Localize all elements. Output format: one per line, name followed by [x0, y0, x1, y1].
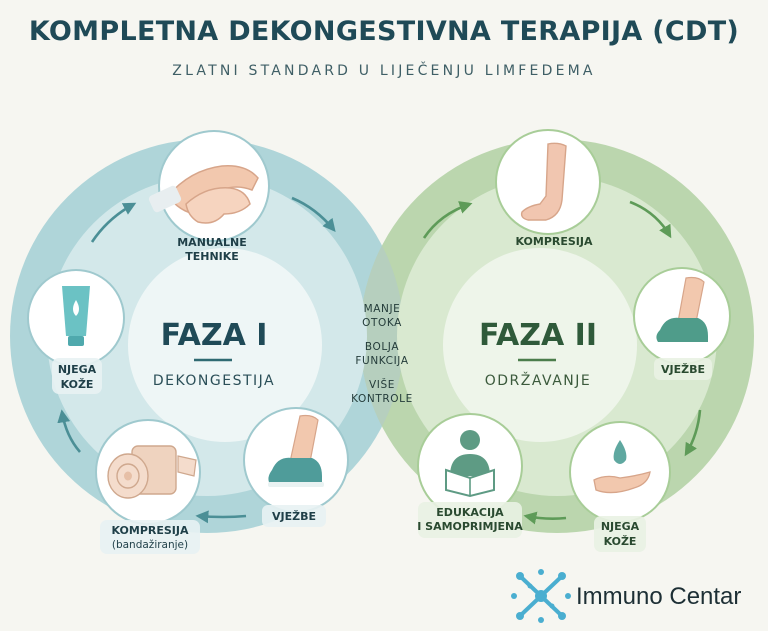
phase1-subtitle: DEKONGESTIJA	[153, 373, 275, 389]
benefit-3-line1: VIŠE	[369, 378, 395, 391]
p1-manual-label-line2: TEHNIKE	[185, 250, 239, 263]
arrow-p2-education-to-compression	[422, 201, 473, 239]
p1-skin-label-line1: NJEGA	[58, 363, 97, 376]
benefit-1-line1: MANJE	[364, 303, 401, 315]
p1-manual-label: MANUALNE TEHNIKE	[177, 236, 247, 263]
phase1-title: FAZA I	[161, 318, 268, 353]
p1-exercise-node	[243, 407, 349, 513]
reading-person-icon	[445, 430, 495, 498]
p1-exercise-label-bg	[262, 505, 326, 527]
p1-compression-node	[95, 419, 201, 525]
p2-skin-label-bg	[594, 516, 646, 552]
benefit-1-line2: OTOKA	[362, 317, 402, 329]
p2-education-label-line1: EDUKACIJA	[436, 506, 504, 519]
page-subtitle: ZLATNI STANDARD U LIJEČENJU LIMFEDEMA	[172, 63, 596, 79]
arrow-p1-skin-to-manual	[90, 202, 137, 243]
arrow-p1-manual-to-exercise	[291, 196, 336, 233]
arrow-p1-exercise-to-compression	[195, 510, 247, 524]
benefit-2-line2: FUNKCIJA	[355, 355, 408, 367]
massage-hands-icon	[148, 165, 259, 224]
phase2-subtitle: ODRŽAVANJE	[485, 371, 592, 389]
p2-compression-label: KOMPRESIJA	[516, 235, 593, 248]
p1-skin-label-bg	[52, 358, 102, 394]
benefit-3-line2: KONTROLE	[351, 393, 413, 405]
molecule-cross-icon	[511, 569, 571, 623]
p1-compression-label-line1: KOMPRESIJA	[112, 524, 189, 537]
phase2-title: FAZA II	[479, 318, 597, 353]
p1-skin-label-line2: KOŽE	[61, 378, 94, 391]
compression-stocking-icon	[520, 142, 567, 221]
p2-education-label-bg	[418, 502, 522, 538]
p1-skin-care-node	[27, 269, 125, 367]
p1-manual-label-line1: MANUALNE	[177, 236, 247, 249]
p2-skin-label-line2: KOŽE	[604, 535, 637, 548]
p2-education-node	[417, 413, 523, 519]
p1-compression-label-bg	[100, 520, 200, 554]
p2-exercise-label-bg	[654, 358, 712, 380]
p2-education-label-line2: I SAMOPRIMJENA	[417, 520, 523, 533]
arrow-p2-skin-to-education	[523, 511, 567, 525]
drop-hand-icon	[593, 440, 651, 494]
p2-exercise-node	[633, 267, 731, 365]
p1-exercise-label: VJEŽBE	[272, 510, 316, 523]
benefit-2-line1: BOLJA	[365, 341, 399, 353]
logo-text: Immuno Centar	[576, 583, 742, 610]
p2-skin-label-line1: NJEGA	[601, 520, 640, 533]
p2-skin-care-node	[569, 421, 671, 523]
benefits-list: MANJE OTOKA BOLJA FUNKCIJA VIŠE KONTROLE	[351, 303, 413, 405]
p1-manual-techniques-node	[148, 130, 270, 242]
page-title: KOMPLETNA DEKONGESTIVNA TERAPIJA (CDT)	[28, 16, 740, 47]
p2-exercise-label: VJEŽBE	[661, 363, 705, 376]
cream-tube-icon	[62, 286, 90, 346]
leg-sneaker-icon	[268, 414, 324, 487]
p1-compression-label-line2: (bandažiranje)	[112, 539, 188, 551]
leg-sneaker-icon	[656, 276, 708, 342]
phase2-center-disc	[443, 248, 637, 442]
arrow-p1-compression-to-skin	[57, 409, 81, 453]
p2-compression-node	[495, 129, 601, 235]
arrow-p2-exercise-to-skin	[684, 409, 702, 457]
arrow-p2-compression-to-exercise	[629, 200, 672, 239]
bandage-roll-icon	[107, 445, 197, 499]
phase1-center-disc	[128, 248, 322, 442]
